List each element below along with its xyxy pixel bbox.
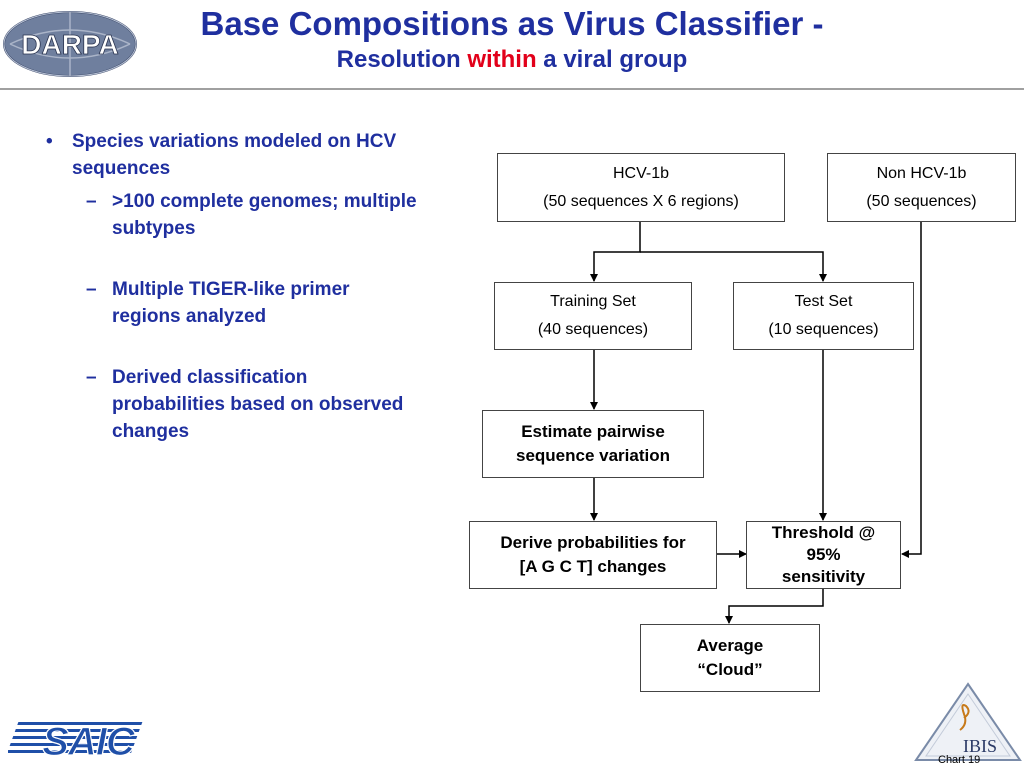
ibis-logo-text: IBIS [963,736,997,756]
box-label: Training Set [550,293,636,310]
bullet-main-text: Species variations modeled on HCV sequen… [72,131,397,179]
sub-bullet: – Derived classification probabilities b… [40,364,420,445]
box-label: Derive probabilities for [500,533,686,552]
box-label: (10 sequences) [768,321,879,338]
box-label: Test Set [794,293,853,310]
header-divider [0,88,1024,90]
darpa-logo-text: DARPA [21,29,118,60]
bullet-list: • Species variations modeled on HCV sequ… [40,128,420,445]
title-block: Base Compositions as Virus Classifier - … [130,4,894,76]
bullet-main: • Species variations modeled on HCV sequ… [40,128,420,182]
box-label: (50 sequences) [866,192,977,210]
box-training-set: Training Set (40 sequences) [494,282,692,350]
box-label: [A G C T] changes [519,557,667,576]
box-label: Threshold @ [771,523,876,542]
sub-bullet: – >100 complete genomes; multiple subtyp… [40,188,420,242]
connector-hcv-split [590,221,641,282]
box-label: Estimate pairwise [521,422,665,441]
box-average-cloud: Average “Cloud” [640,624,820,692]
page-title: Base Compositions as Virus Classifier - [200,5,824,42]
box-test-set: Test Set (10 sequences) [733,282,914,350]
sub-bullet: – Multiple TIGER-like primer regions ana… [40,276,420,330]
box-derive-probabilities: Derive probabilities for [A G C T] chang… [469,521,717,589]
bullet-dash: – [86,367,97,388]
page-subtitle: Resolution within a viral group [130,44,894,76]
saic-logo: SAIC [8,719,143,764]
bullet-dash: – [86,191,97,212]
box-label: sequence variation [515,446,670,465]
chart-number: Chart 19 [938,754,981,766]
box-threshold: Threshold @ 95% sensitivity [746,521,901,589]
box-label: (40 sequences) [537,321,649,338]
box-estimate-variation: Estimate pairwise sequence variation [482,410,704,478]
box-hcv-1b: HCV-1b (50 sequences X 6 regions) [497,153,785,222]
connector-nonhcv-threshold [901,221,922,558]
connector-threshold-average [725,589,824,624]
sub-bullet-text: Derived classification probabilities bas… [112,367,404,442]
bullet-dash: – [86,279,97,300]
box-label: Non HCV-1b [876,164,967,182]
connector-hcv-test [640,251,827,282]
box-label: (50 sequences X 6 regions) [543,192,739,210]
box-label: HCV-1b [612,164,670,182]
ibis-logo: IBIS [914,682,1022,761]
box-label: 95% [806,545,841,564]
box-label: sensitivity [781,567,866,586]
subtitle-emphasis: within [467,46,537,73]
sub-bullet-text: >100 complete genomes; multiple subtypes [112,191,417,239]
sub-bullet-text: Multiple TIGER-like primer regions analy… [112,279,350,327]
bullet-dot: • [46,131,53,152]
box-label: “Cloud” [697,660,763,679]
box-label: Average [696,636,764,655]
darpa-logo: DARPA [3,11,137,77]
subtitle-post: a viral group [536,46,688,73]
saic-logo-text: SAIC [42,720,136,764]
subtitle-pre: Resolution [336,46,468,73]
box-non-hcv-1b: Non HCV-1b (50 sequences) [827,153,1016,222]
